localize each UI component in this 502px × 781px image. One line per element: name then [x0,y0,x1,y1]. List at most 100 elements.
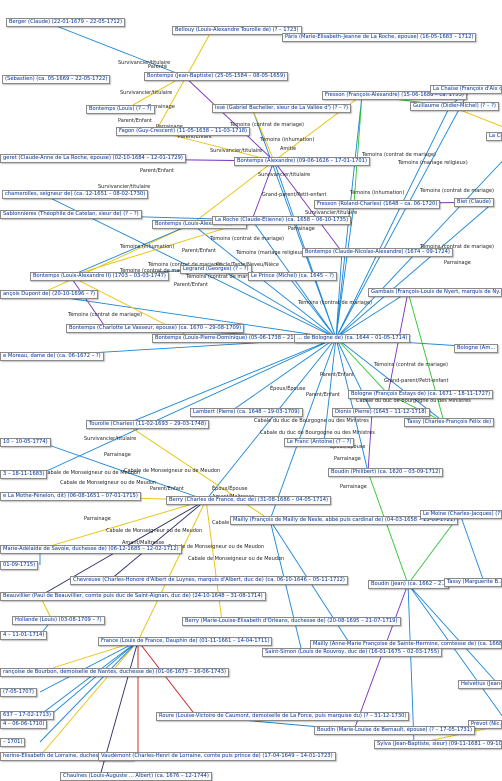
edge-bontempsA-bontempsLA [191,160,275,225]
person-node-chamerolles[interactable]: chamerolles, seigneur de) (ca. 12-1651 –… [2,190,149,199]
person-node-hollande[interactable]: Hollande (Louis) (03-08-1709 – ?) [12,616,105,625]
edge-label: Cabale du duc de Bourgogne ou des Minist… [356,398,471,404]
person-node-fenelon[interactable]: e La Mothe-Fénelon, dit) (06-08-1651 – 0… [0,492,141,501]
person-node-bontempsJB[interactable]: Bontemps (Jean-Baptiste) (25-05-1584 – 0… [144,72,289,81]
person-node-lefranc[interactable]: Le Franc (Antoine) (? – ?) [284,438,355,447]
person-node-left5[interactable]: (7-05-1707) [0,688,37,697]
person-node-bontempsL[interactable]: Bontemps (Louis) (? – ?) [86,105,155,114]
person-node-left2[interactable]: 3 – 18-11-1683) [0,470,48,479]
person-node-fagon[interactable]: Fagon (Guy-Crescent) (11-05-1638 – 11-03… [116,127,251,136]
edge-bolognePL-bontempsCN [335,251,343,339]
person-node-mailly[interactable]: Mailly (François de Mailly de Nesle, abb… [230,516,459,525]
person-node-chaulnes[interactable]: Chaulnes (Louis-Auguste ... Albert) (ca.… [60,772,212,781]
person-node-franceL[interactable]: France (Louis de France, Dauphin de) (01… [98,637,273,646]
person-node-bologneR[interactable]: Bologne (Am... [454,344,499,353]
edge-boudinJ-sylva [407,583,415,745]
person-node-lachaise[interactable]: La Chaise (François d'Aix de) [430,85,502,94]
person-node-sablon[interactable]: Sablonnières (Théophile de Catelan, sieu… [0,210,142,219]
person-node-left3[interactable]: 01-09-1715) [0,561,39,570]
edge-label: Témoins (contrat de mariage) [68,312,143,318]
person-node-tassyM[interactable]: Tassy (Marguerite B... [444,578,502,587]
person-node-touville[interactable]: Tourolle (Charles) (11-02-1693 – 29-03-1… [86,420,210,429]
person-node-larocheCE[interactable]: La Roche (Claude-Étienne) (ca. 1658 – 06… [212,216,352,225]
person-node-fresson[interactable]: Fresson (François-Alexandre) (15-06-1688… [322,91,467,100]
edge-bolognePL-left2 [39,337,337,475]
edge-bontempsLA-bontempsLA2 [69,223,193,277]
person-node-tassyC[interactable]: Tassy (Charles-François Félix de) [404,418,495,427]
person-node-lemoine[interactable]: Le Moine (Charles-Jacques) (??) [420,510,502,519]
person-node-vaudemont[interactable]: Vaudémont (Charles-Henri de Lorraine, co… [98,752,336,761]
person-node-beauvillier[interactable]: Beauvillier (Paul de Beauvillier, comte … [0,592,266,601]
edge-label: Amitié [280,146,297,152]
edge-bologneF-gambais [387,291,409,395]
person-node-boudinME[interactable]: Boudin (Marie-Louise de Bernault, épouse… [314,726,476,735]
edge-label: Témoins (contrat de mariage) [298,300,373,306]
person-node-saintsimon[interactable]: Saint-Simon (Louis de Rouvroy, duc de) (… [262,648,443,657]
person-node-left1[interactable]: 10 – 10-05-1774) [0,438,51,447]
edge-lachX-guillaume [449,105,502,128]
edge-bolognePL-bologneF [335,337,389,395]
person-node-legrand[interactable]: Legrand (Georges) (? – ?) [180,265,252,274]
edge-bolognePL-dupont [39,293,337,339]
person-node-berry[interactable]: Berry (Charles de France, duc de) (31-08… [166,496,332,505]
person-node-leprince[interactable]: Le Prince (Michel) (ca. 1645 – ?) [248,272,337,281]
person-node-left7[interactable]: 4 – 06-06-1710) [0,720,48,729]
person-node-left4[interactable]: 4 – 11-01-1714) [0,631,48,640]
person-node-bologneF[interactable]: Bologne (François Estays de) (ca. 1671 –… [348,390,494,399]
person-node-bontempsA[interactable]: Bontemps (Alexandre) (09-06-1626 – 17-01… [234,157,371,166]
edge-label: Témoins (inhumation) [350,190,405,196]
edge-bontempsA-bontempsJB [183,75,275,162]
person-node-paris[interactable]: Pâris (Marie-Élisabeth-Jeanne de La Roch… [282,33,477,42]
person-node-chevreuse[interactable]: Chevreuse (Charles-Honoré d'Albert de Lu… [70,576,348,585]
person-node-dupont[interactable]: ançois Dupont de) (20-10-1696 – ?) [0,290,99,299]
person-node-fressonR[interactable]: Fresson (Roland-Charles) (1648 – ca. 06-… [314,200,441,209]
person-node-savoie[interactable]: Marie-Adélaïde de Savoie, duchesse de) (… [0,545,182,554]
edge-bolognePL-fressonR [335,203,355,339]
person-node-bourbon[interactable]: rançoise de Bourbon, demoiselle de Nante… [0,668,229,677]
edge-label: Témoins (inhumation) [260,137,315,143]
person-node-lambert[interactable]: Lambert (Pierre) (ca. 1648 – 19-03-1709) [190,408,303,417]
edge-label: Parrainage [288,226,315,232]
edge-berry-savoie [39,499,207,550]
edge-label: Parrainage [444,260,471,266]
edge-label: Grand-parent/Petit-enfant [384,378,449,384]
person-node-roure[interactable]: Roure (Louise-Victoire de Caumont, demoi… [156,712,410,721]
person-node-bellouJ[interactable]: Bellouy (Louis-Alexandre Tourolle de) (?… [172,26,302,35]
edge-label: Parrainage [334,456,361,462]
person-node-biet[interactable]: Biet (Claude) [454,198,494,207]
person-node-moreau[interactable]: e Moreau, dame de) (ca. 06-1672 – ?) [0,352,104,361]
edge-franceL-left5 [39,640,139,693]
edge-bolognePL-boudinP [335,337,369,473]
edge-franceL-left8 [39,640,139,743]
edge-bolognePL-lachaise [335,88,471,339]
person-node-sebastien[interactable]: (Sébastien) (ca. 05-1669 – 22-05-1722) [2,75,111,84]
person-node-boudinJ[interactable]: Boudin (Jean) (ca. 1662 – 2... [368,580,450,589]
person-node-guillaume[interactable]: Guillaume (Didier-Michel) (? – ?) [410,102,499,111]
edge-label: Parrainage [104,452,131,458]
person-node-bolognePL[interactable]: ... de Bologne de) (ca. 1644 – 01-05-171… [294,334,411,343]
person-node-berryME[interactable]: Berry (Marie-Louise-Élisabeth d'Orléans,… [182,617,401,626]
person-node-left6[interactable]: 637 – 17-02-1713) [0,711,54,720]
edge-bontempsJB-berger [45,21,185,77]
person-node-bontempsLA2[interactable]: Bontemps (Louis-Alexandre II) (1703 – 03… [30,272,169,281]
edge-label: Parrainage [84,516,111,522]
person-node-bontempsC[interactable]: Bontemps (Charlotte Le Vasseur, épouse) … [66,324,245,333]
edge-label: Témoins (contrat de mariage) [210,236,285,242]
person-node-bontempsCN[interactable]: Bontemps (Claude-Nicolas-Alexandre) (167… [302,248,453,257]
edge-label: Parent/Enfant [140,168,174,174]
person-node-lachX[interactable]: La Ch [486,132,502,141]
person-node-berger[interactable]: Berger (Claude) (22-01-1679 – 22-05-1712… [6,18,126,27]
person-node-left8[interactable]: – 1701) [0,738,26,747]
person-node-isse[interactable]: Issé (Gabriel Bachelier, sieur de La Val… [212,104,352,113]
edge-label: Témoins (contrat de mariage) [186,274,261,280]
edge-boudinJ-lemoine [407,513,461,585]
person-node-boudinP[interactable]: Boudin (Philibert) (ca. 1620 – 03-09-171… [328,468,444,477]
person-node-dionis[interactable]: Dionis (Pierre) (1643 – 11-12-1718) [332,408,430,417]
person-node-helvetius[interactable]: Helvétius (Jean-Claude) [458,680,502,689]
person-node-laroche[interactable]: geret (Claude-Anne de La Roche, épouse) … [0,154,186,163]
edge-bontempsJB-bontempsL [125,75,185,110]
person-node-sylva[interactable]: Sylva (Jean-Baptiste, sieur) (09-11-1681… [374,740,502,749]
edge-label: Parent/Enfant [150,486,184,492]
person-node-gambais[interactable]: Gambais (François-Louis de Nyert, marqui… [368,288,502,297]
